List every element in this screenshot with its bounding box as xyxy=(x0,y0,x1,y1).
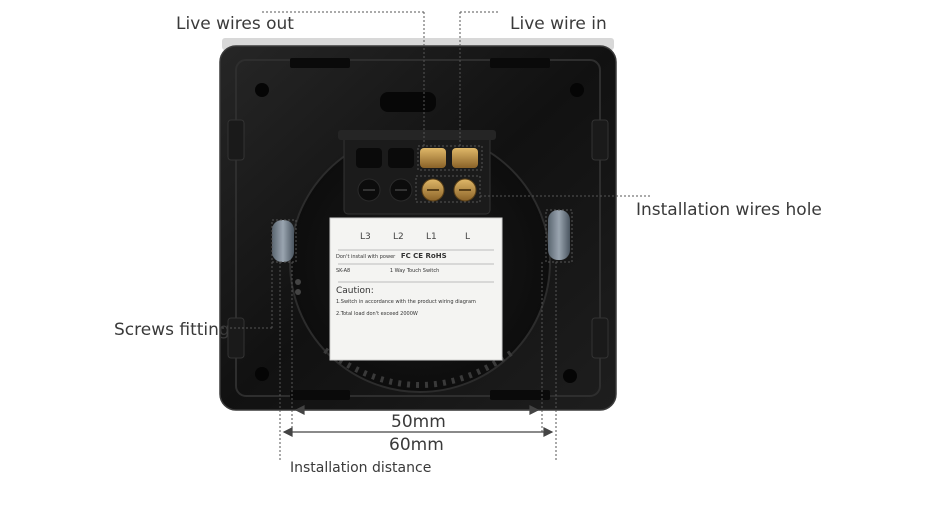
sticker-model: SK-A8 1 Way Touch Switch xyxy=(336,268,440,274)
screw-slot-left xyxy=(272,220,294,262)
terminal-label: L3 xyxy=(360,232,371,242)
plate-inner-border xyxy=(235,59,601,397)
terminal-l2-top xyxy=(388,148,414,168)
callout-screws-fitting: Screws fitting xyxy=(114,320,230,340)
dimension-outer: 60mm xyxy=(389,435,444,455)
screw-dot xyxy=(295,279,301,285)
terminal-l-top xyxy=(452,148,478,168)
terminal-block-top xyxy=(338,130,496,140)
callout-lines xyxy=(222,11,652,462)
callout-live-wire-in: Live wire in xyxy=(510,14,607,34)
side-clip-left-bottom xyxy=(227,317,245,359)
top-notch-right xyxy=(490,58,550,68)
sticker-warning: Don't install with power FC CE RoHS xyxy=(336,252,447,260)
top-slot xyxy=(380,92,436,112)
terminal-l1-top xyxy=(420,148,446,168)
corner-hole-tr xyxy=(570,83,584,97)
callout-installation-wires-hole: Installation wires hole xyxy=(636,200,822,220)
sticker-text: Don't install with power FC CE RoHS SK-A… xyxy=(336,252,496,317)
terminal-label: L xyxy=(465,232,471,242)
dimension-arrows xyxy=(282,405,554,437)
sticker-caution-1: 1.Switch in accordance with the product … xyxy=(336,299,476,305)
terminal-label: L1 xyxy=(426,232,437,242)
side-clip-right-bottom xyxy=(591,317,609,359)
terminal-l3-top xyxy=(356,148,382,168)
top-notch-left xyxy=(290,58,350,68)
callout-live-wires-out: Live wires out xyxy=(176,14,294,34)
corner-hole-br xyxy=(563,369,577,383)
callout-installation-distance: Installation distance xyxy=(290,460,432,476)
dimension-inner: 50mm xyxy=(391,412,446,432)
terminal-screw-row xyxy=(357,178,477,202)
screw-slot-right xyxy=(548,210,570,260)
bottom-notch-right xyxy=(490,390,550,400)
side-clip-right-top xyxy=(591,119,609,161)
screw-dot xyxy=(295,289,301,295)
terminal-labels: L3 L2 L1 L xyxy=(360,232,486,246)
terminal-top-row xyxy=(356,148,478,168)
terminal-label: L2 xyxy=(393,232,404,242)
sticker-caution-title: Caution: xyxy=(336,286,374,296)
ribbed-arc xyxy=(323,347,517,388)
corner-hole-tl xyxy=(255,83,269,97)
bottom-notch-left xyxy=(290,390,350,400)
side-clip-left-top xyxy=(227,119,245,161)
corner-hole-bl xyxy=(255,367,269,381)
product-sticker xyxy=(329,217,503,361)
sticker-caution-2: 2.Total load don't exceed 2000W xyxy=(336,311,418,317)
